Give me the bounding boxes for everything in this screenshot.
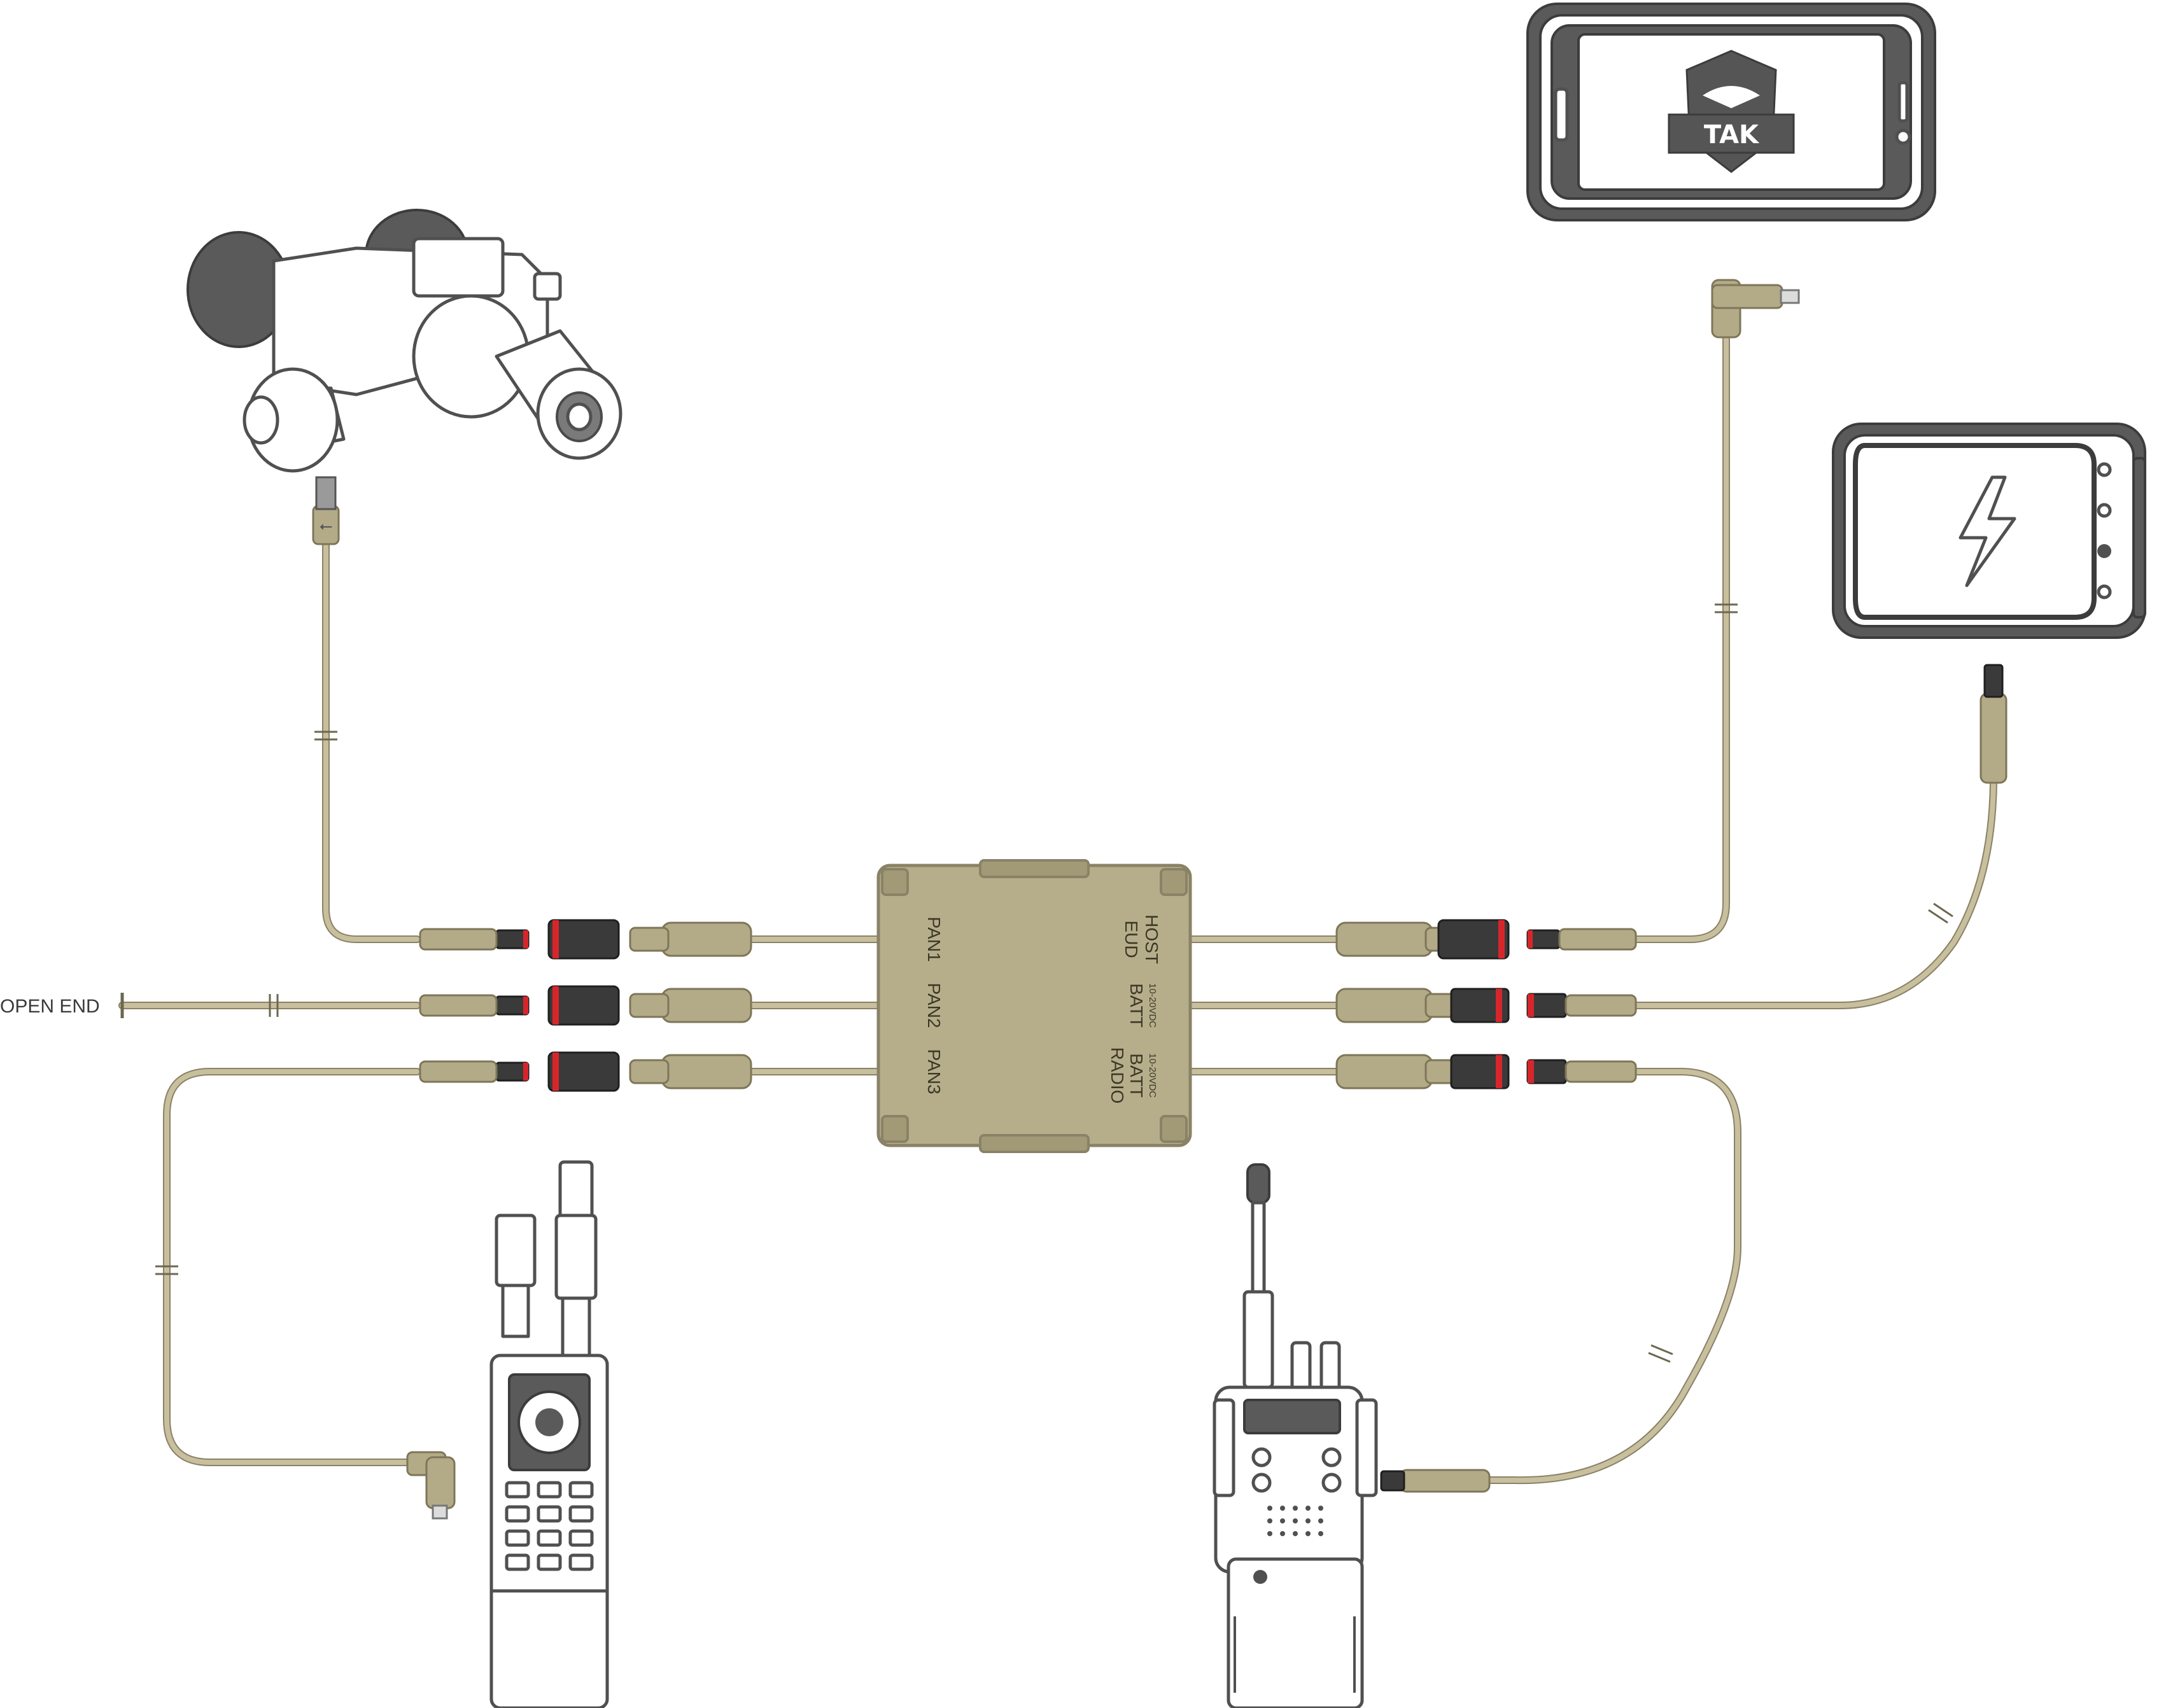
usb-icon: ⭠ bbox=[320, 517, 333, 536]
tak-shield-eagle-icon: TAK bbox=[1668, 50, 1795, 173]
lightning-bolt-icon bbox=[1959, 475, 2016, 587]
night-vision-device-icon bbox=[186, 209, 622, 473]
right-connectors bbox=[1335, 919, 1637, 1089]
port-sublabel-batt: 10-20VDC bbox=[1147, 983, 1158, 1028]
connector-pan3 bbox=[419, 1051, 752, 1092]
port-label-host: HOST bbox=[1142, 914, 1162, 964]
left-connectors bbox=[419, 919, 752, 1092]
connector-eud-host bbox=[1335, 919, 1637, 960]
handheld-radio-plug bbox=[406, 1451, 456, 1520]
tablet-eud-device-icon: TAK bbox=[1526, 3, 1936, 221]
port-label-pan2: PAN2 bbox=[924, 983, 944, 1028]
connector-radio-batt bbox=[1335, 1054, 1637, 1089]
cables bbox=[118, 327, 1997, 1485]
cable-eud-host-to-tablet bbox=[1594, 327, 1730, 943]
handheld-radio-device-icon bbox=[489, 1160, 609, 1708]
port-label-radio-batt: BATT bbox=[1127, 1053, 1146, 1097]
hub-box: PAN1 PAN2 PAN3 EUD HOST BATT 10-20VDC RA… bbox=[876, 859, 1192, 1153]
cable-radio-batt-to-portable-radio bbox=[1454, 1068, 1741, 1485]
usb-a-plug: ⭠ bbox=[312, 476, 340, 545]
port-label-batt: BATT bbox=[1127, 983, 1146, 1027]
cable-pan1-to-night-vision bbox=[322, 537, 421, 943]
open-end-label: OPEN END bbox=[0, 996, 100, 1017]
port-label-pan1: PAN1 bbox=[924, 916, 944, 962]
battery-plug bbox=[1980, 664, 2008, 784]
port-label-eud: EUD bbox=[1122, 920, 1141, 958]
portable-radio-device-icon bbox=[1213, 1163, 1378, 1708]
connector-batt bbox=[1335, 988, 1637, 1023]
tak-logo-text: TAK bbox=[1704, 120, 1760, 150]
usb-c-right-angle-plug bbox=[1711, 279, 1800, 339]
cable-break-marks bbox=[155, 603, 1953, 1363]
port-sublabel-radio-batt: 10-20VDC bbox=[1147, 1053, 1158, 1098]
connector-pan1 bbox=[419, 919, 752, 960]
cable-pan3-to-handheld-radio bbox=[163, 1068, 424, 1466]
battery-device-icon bbox=[1832, 423, 2146, 639]
connector-pan2 bbox=[419, 985, 752, 1026]
portable-radio-speaker-grille bbox=[1267, 1506, 1323, 1536]
portable-radio-plug bbox=[1380, 1469, 1491, 1493]
handheld-radio-keypad bbox=[505, 1481, 594, 1571]
port-label-pan3: PAN3 bbox=[924, 1049, 944, 1094]
port-label-radio: RADIO bbox=[1108, 1047, 1127, 1104]
cable-batt-to-battery bbox=[1594, 779, 1997, 1009]
